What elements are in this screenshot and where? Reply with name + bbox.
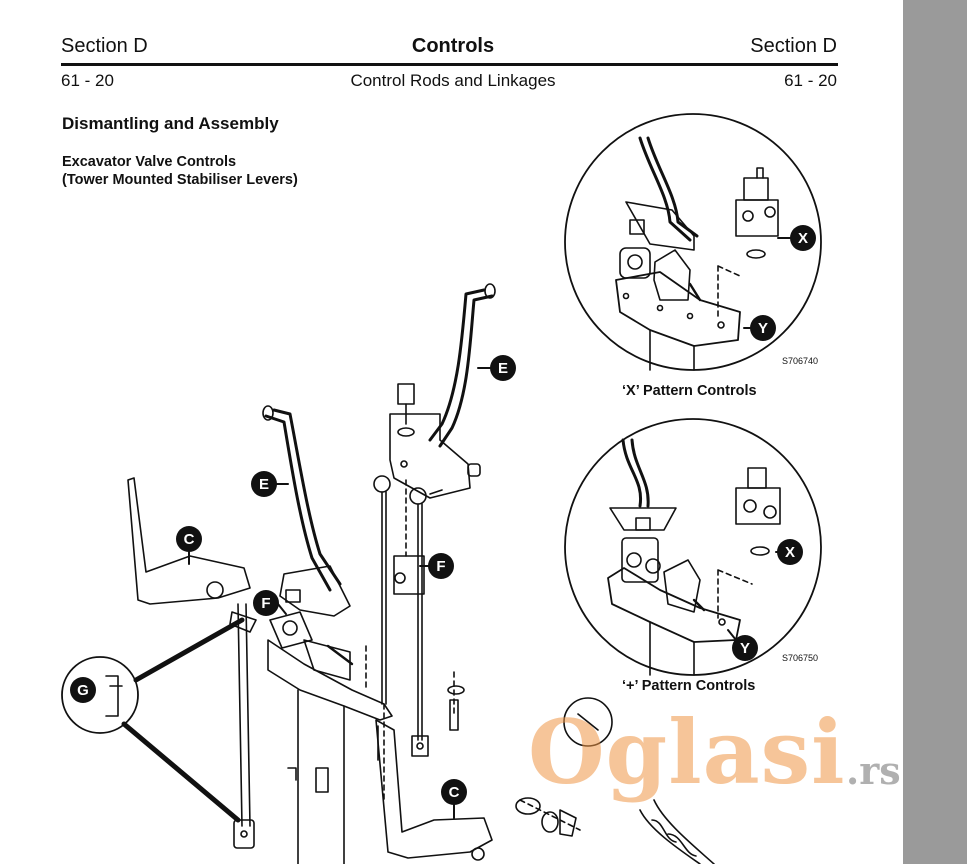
figure-ref-plus: S706750 xyxy=(782,653,819,663)
svg-text:Y: Y xyxy=(740,640,750,657)
header-rule xyxy=(61,63,838,66)
tower-column xyxy=(267,565,393,864)
svg-text:C: C xyxy=(184,531,195,548)
subheading-line-1: Excavator Valve Controls xyxy=(62,154,237,170)
callout-c-bottom: C xyxy=(441,779,467,819)
page-title: Controls xyxy=(411,35,495,57)
section-heading: Dismantling and Assembly xyxy=(62,114,279,133)
left-lever-c xyxy=(127,477,251,605)
watermark-suffix: .rs xyxy=(846,748,901,793)
callout-x-bottom: X xyxy=(775,539,803,565)
x-pattern-inset xyxy=(564,113,822,371)
svg-text:E: E xyxy=(498,360,508,377)
page-subtitle: Control Rods and Linkages xyxy=(350,71,556,90)
svg-text:X: X xyxy=(785,544,795,561)
callout-x-top: X xyxy=(777,225,816,251)
section-label-left: Section D xyxy=(61,35,148,57)
callout-y-bottom: Y xyxy=(727,629,758,661)
callout-y-top: Y xyxy=(743,315,776,341)
linkage-rods xyxy=(373,475,465,757)
svg-text:F: F xyxy=(261,595,270,612)
lower-lever-c xyxy=(375,719,577,861)
caption-x-pattern: ‘X’ Pattern Controls xyxy=(622,383,757,399)
clip-detail-g xyxy=(61,617,245,823)
callout-f-left: F xyxy=(253,590,287,616)
page-edge-band xyxy=(903,0,967,864)
svg-text:E: E xyxy=(259,476,269,493)
page-number-left: 61 - 20 xyxy=(61,71,114,90)
svg-text:X: X xyxy=(798,230,808,247)
svg-text:G: G xyxy=(77,682,89,699)
assembly-guides xyxy=(365,479,581,831)
caption-plus-pattern: ‘+’ Pattern Controls xyxy=(622,678,756,694)
callout-e-left: E xyxy=(251,471,289,497)
callout-f-right: F xyxy=(419,553,454,579)
figure-ref-x: S706740 xyxy=(782,356,819,366)
svg-text:F: F xyxy=(436,558,445,575)
watermark-logo: Oglasi xyxy=(528,700,846,804)
control-rod-e-left xyxy=(262,405,342,592)
page-number-right: 61 - 20 xyxy=(784,71,837,90)
section-label-right: Section D xyxy=(750,35,837,57)
callout-g: G xyxy=(70,677,96,703)
left-link-rod xyxy=(229,603,257,849)
svg-text:Y: Y xyxy=(758,320,768,337)
bellows-boot xyxy=(563,697,715,864)
svg-text:C: C xyxy=(449,784,460,801)
plus-pattern-inset xyxy=(564,418,822,676)
subheading-line-2: (Tower Mounted Stabiliser Levers) xyxy=(62,172,298,188)
callout-c-top: C xyxy=(176,526,202,565)
control-rod-e-right xyxy=(428,283,496,448)
callout-e-right: E xyxy=(477,355,516,381)
right-bracket xyxy=(389,383,481,499)
